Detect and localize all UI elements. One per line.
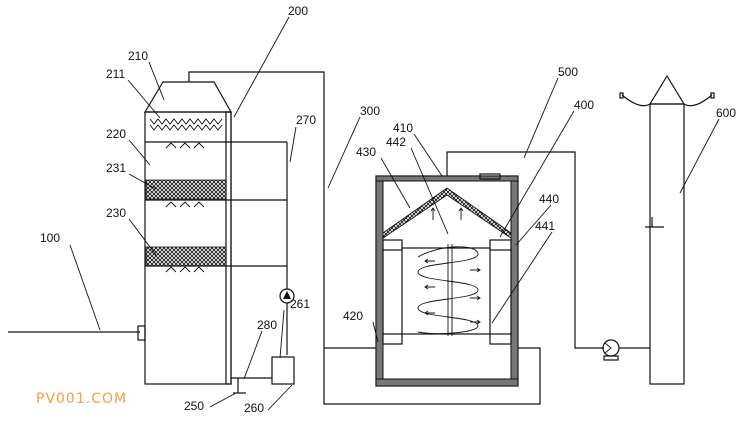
water-tank-261 [231,356,295,394]
label-400: 400 [574,98,594,112]
label-261: 261 [290,297,310,311]
label-420: 420 [343,309,363,323]
tower-outlet-duct [188,71,541,405]
inlet-duct [8,325,146,341]
label-231: 231 [106,161,126,175]
demister-211 [149,118,223,131]
label-200: 200 [288,4,308,18]
scrubber-tower [143,81,233,385]
label-210: 210 [128,49,148,63]
label-440: 440 [539,192,559,206]
label-441: 441 [535,219,555,233]
flow-arrows [424,207,481,325]
part-labels: 100 200 210 211 220 231 230 270 261 280 … [40,4,736,415]
spray-header-220 [145,141,231,149]
label-230: 230 [106,206,126,220]
watermark-text: PV001.COM [36,391,127,407]
packing-layer-231 [145,179,231,208]
label-600: 600 [716,106,736,120]
label-500: 500 [558,65,578,79]
label-260: 260 [244,401,264,415]
circulation-pipe-270 [231,141,295,355]
label-211: 211 [106,67,125,81]
label-250: 250 [184,399,204,413]
exhaust-stack-600 [619,74,715,385]
treatment-unit-400 [375,175,519,387]
label-270: 270 [296,113,316,127]
label-220: 220 [106,127,126,141]
label-442: 442 [386,135,406,149]
fan-icon [602,339,650,361]
label-430: 430 [356,145,376,159]
leader-lines [69,16,720,411]
label-300: 300 [360,104,380,118]
label-100: 100 [40,231,60,245]
packing-layer-230 [145,246,231,273]
label-410: 410 [393,121,413,135]
label-280: 280 [257,318,277,332]
duct-500 [446,151,604,349]
